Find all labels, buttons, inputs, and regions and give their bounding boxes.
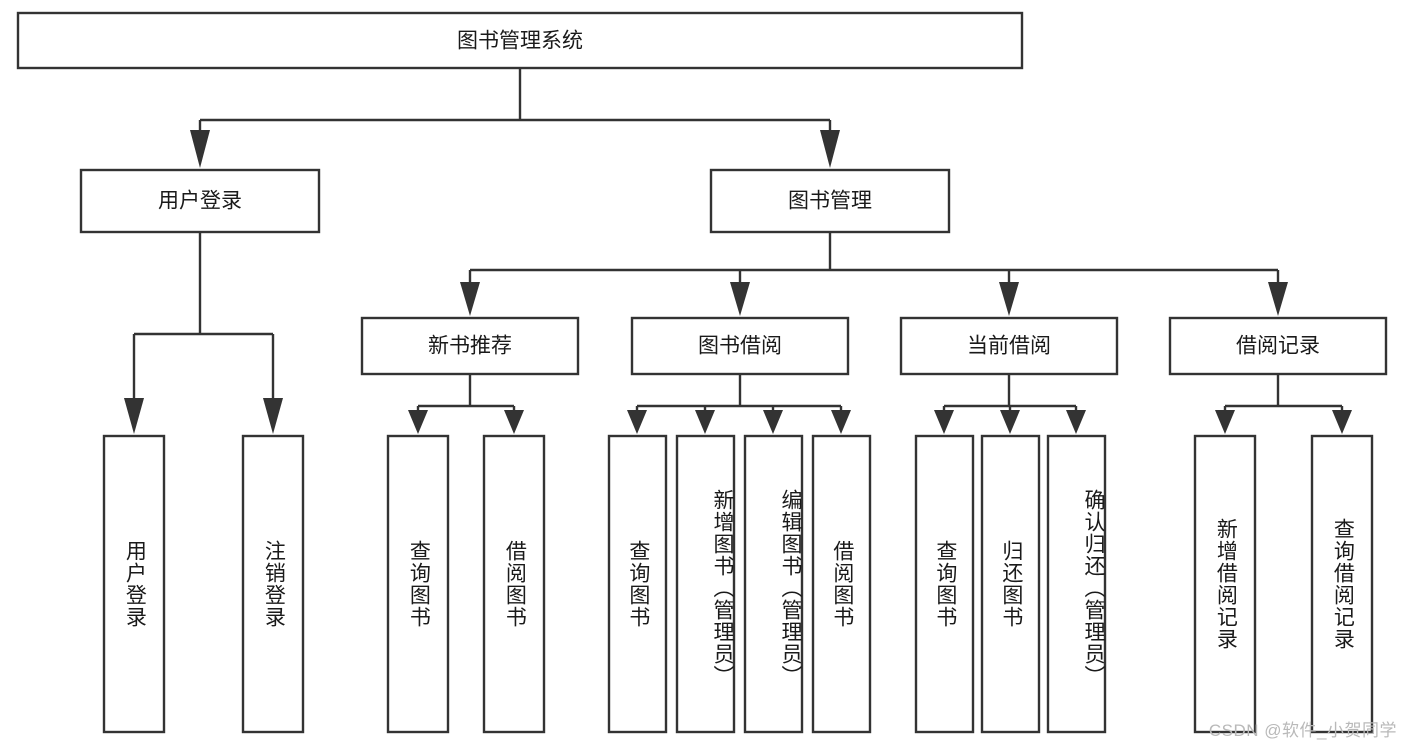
arrow-head-leaf-query-book-rec (408, 410, 428, 434)
node-book-borrow[interactable]: 图书借阅 (630, 316, 850, 376)
watermark-text: CSDN @软件_小贺同学 (1208, 721, 1397, 740)
node-leaf-query-book-current-label: 查询图书 (933, 540, 957, 628)
node-leaf-borrow-book-rec-label: 借阅图书 (503, 540, 527, 628)
node-leaf-query-borrow-record-rect[interactable] (1310, 434, 1374, 734)
node-leaf-edit-book-admin-rect[interactable] (743, 434, 804, 734)
arrow-head-leaf-add-borrow-record (1215, 410, 1235, 434)
node-book-manage[interactable]: 图书管理 (709, 168, 951, 234)
arrow-head-borrow-record (1268, 282, 1288, 316)
arrow-head-leaf-borrow-book-rec (504, 410, 524, 434)
arrow-head-leaf-add-book-admin (695, 410, 715, 434)
arrow-head-leaf-query-book-borrow (627, 410, 647, 434)
node-leaf-user-login-rect[interactable] (102, 434, 166, 734)
node-leaf-add-borrow-record-label: 新增借阅记录 (1214, 518, 1238, 650)
arrow-head-leaf-query-book-current (934, 410, 954, 434)
arrow-head-leaf-user-login (124, 398, 144, 434)
node-borrow-record-label: 借阅记录 (1236, 335, 1320, 358)
node-leaf-add-borrow-record-rect[interactable] (1193, 434, 1257, 734)
arrow-head-book-borrow (730, 282, 750, 316)
node-new-book-recommend[interactable]: 新书推荐 (360, 316, 580, 376)
node-leaf-query-book-rec-rect[interactable] (386, 434, 450, 734)
connector-layer (124, 68, 1352, 434)
node-root[interactable]: 图书管理系统 (16, 11, 1024, 70)
node-borrow-record[interactable]: 借阅记录 (1168, 316, 1388, 376)
node-leaf-borrow-book-rect[interactable] (811, 434, 872, 734)
node-leaf-query-book-borrow-rect[interactable] (607, 434, 668, 734)
node-borrow-record-rect[interactable] (1168, 316, 1388, 376)
node-leaf-query-book-borrow-label: 查询图书 (626, 540, 650, 628)
arrow-head-current-borrow (999, 282, 1019, 316)
node-book-borrow-rect[interactable] (630, 316, 850, 376)
node-current-borrow-label: 当前借阅 (967, 335, 1051, 358)
arrow-head-new-book-recommend (460, 282, 480, 316)
node-leaf-confirm-return-admin-label: 确认归还（管理员） (1082, 489, 1105, 687)
node-leaf-edit-book-admin-label: 编辑图书（管理员） (779, 489, 802, 687)
node-leaf-borrow-book-rec-rect[interactable] (482, 434, 546, 734)
node-leaf-confirm-return-admin-rect[interactable] (1046, 434, 1107, 734)
arrow-head-leaf-confirm-return-admin (1066, 410, 1086, 434)
node-leaf-logout-login-label: 注销登录 (262, 540, 286, 628)
node-leaf-borrow-book-label: 借阅图书 (830, 540, 854, 628)
node-leaf-query-borrow-record-label: 查询借阅记录 (1331, 518, 1355, 650)
node-root-label: 图书管理系统 (457, 30, 583, 53)
node-book-borrow-label: 图书借阅 (698, 335, 782, 358)
node-leaf-add-book-admin-label: 新增图书（管理员） (711, 489, 734, 687)
arrow-head-leaf-logout-login (263, 398, 283, 434)
node-leaf-return-book-label: 归还图书 (999, 540, 1023, 628)
node-current-borrow[interactable]: 当前借阅 (899, 316, 1119, 376)
arrow-head-user-login (190, 130, 210, 168)
node-user-login-label: 用户登录 (158, 190, 242, 213)
arrow-head-leaf-return-book (1000, 410, 1020, 434)
node-leaf-logout-login-rect[interactable] (241, 434, 305, 734)
arrow-head-leaf-edit-book-admin (763, 410, 783, 434)
arrow-head-leaf-borrow-book (831, 410, 851, 434)
node-book-manage-label: 图书管理 (788, 190, 872, 213)
node-root-rect[interactable] (16, 11, 1024, 70)
node-current-borrow-rect[interactable] (899, 316, 1119, 376)
arrow-head-book-manage (820, 130, 840, 168)
node-leaf-query-book-current-rect[interactable] (914, 434, 975, 734)
arrow-head-leaf-query-borrow-record (1332, 410, 1352, 434)
node-leaf-query-book-rec-label: 查询图书 (407, 540, 431, 628)
node-book-manage-rect[interactable] (709, 168, 951, 234)
node-new-book-recommend-rect[interactable] (360, 316, 580, 376)
node-user-login[interactable]: 用户登录 (79, 168, 321, 234)
node-leaf-user-login-label: 用户登录 (123, 540, 147, 628)
node-layer: 图书管理系统 用户登录 图书管理 新书推荐 图书借阅 (16, 11, 1388, 734)
node-leaf-add-book-admin-rect[interactable] (675, 434, 736, 734)
node-user-login-rect[interactable] (79, 168, 321, 234)
node-new-book-recommend-label: 新书推荐 (428, 335, 512, 358)
node-leaf-return-book-rect[interactable] (980, 434, 1041, 734)
